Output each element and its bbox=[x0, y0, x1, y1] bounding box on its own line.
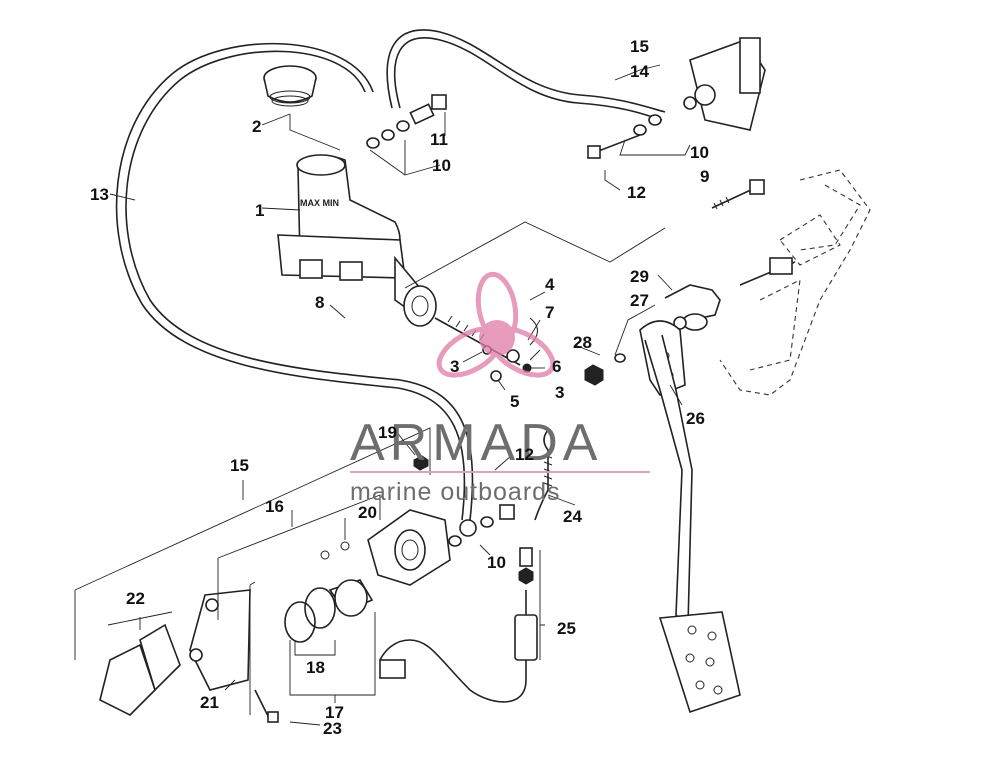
lower-caliper-assembly bbox=[284, 455, 451, 643]
caliper-bracket bbox=[189, 589, 279, 723]
callout-3-right: 3 bbox=[555, 383, 564, 402]
callout-19: 19 bbox=[378, 423, 397, 442]
callout-25: 25 bbox=[557, 619, 576, 638]
watermark-tagline: marine outboards bbox=[350, 478, 561, 506]
callout-10-upper: 10 bbox=[432, 156, 451, 175]
callout-15-upper: 15 bbox=[630, 37, 649, 56]
callout-6: 6 bbox=[552, 357, 561, 376]
callout-1: 1 bbox=[255, 201, 264, 220]
callout-21: 21 bbox=[200, 693, 219, 712]
assembly-brackets bbox=[74, 427, 431, 715]
brake-pads bbox=[99, 623, 181, 716]
callout-22: 22 bbox=[126, 589, 145, 608]
callout-2: 2 bbox=[252, 117, 261, 136]
callout-7: 7 bbox=[545, 303, 554, 322]
callout-10-right: 10 bbox=[690, 143, 709, 162]
hose-13 bbox=[115, 42, 474, 521]
callout-14: 14 bbox=[630, 62, 649, 81]
callout-24: 24 bbox=[563, 507, 582, 526]
callout-labels: 1 2 3 3 4 5 6 7 8 9 10 10 10 11 12 12 13… bbox=[90, 37, 709, 738]
banjo-fittings-lower bbox=[448, 504, 515, 547]
callout-23: 23 bbox=[323, 719, 342, 738]
armada-watermark: ARMADA marine outboards bbox=[350, 271, 650, 506]
callout-12-upper: 12 bbox=[627, 183, 646, 202]
reservoir-cap bbox=[261, 65, 317, 126]
callout-9: 9 bbox=[700, 167, 709, 186]
armada-propeller-logo bbox=[436, 271, 556, 378]
callout-4: 4 bbox=[545, 275, 555, 294]
brake-pedal bbox=[584, 320, 741, 714]
callout-26: 26 bbox=[686, 409, 705, 428]
leader-lines bbox=[109, 64, 691, 726]
callout-20: 20 bbox=[358, 503, 377, 522]
callout-29: 29 bbox=[630, 267, 649, 286]
callout-3-left: 3 bbox=[450, 357, 459, 376]
callout-15-lower: 15 bbox=[230, 456, 249, 475]
watermark-brand: ARMADA bbox=[350, 414, 602, 472]
callout-13: 13 bbox=[90, 185, 109, 204]
pivot-bolt bbox=[711, 179, 765, 210]
banjo-fittings-upper bbox=[366, 94, 447, 149]
callout-28: 28 bbox=[573, 333, 592, 352]
callout-11: 11 bbox=[430, 130, 448, 149]
reservoir-level-label: MAX MIN bbox=[300, 198, 339, 208]
master-cylinder: MAX MIN bbox=[277, 154, 437, 327]
spring-pin bbox=[664, 284, 721, 331]
callout-17: 17 bbox=[325, 703, 344, 722]
return-spring bbox=[534, 429, 553, 521]
callout-5: 5 bbox=[510, 392, 519, 411]
callout-18: 18 bbox=[306, 658, 325, 677]
push-rod bbox=[434, 315, 538, 382]
callout-8: 8 bbox=[315, 293, 324, 312]
brake-light-switch bbox=[379, 547, 538, 703]
callout-27: 27 bbox=[630, 291, 649, 310]
assembly-guide-lines bbox=[404, 221, 666, 289]
callout-16: 16 bbox=[265, 497, 284, 516]
callout-12-lower: 12 bbox=[515, 445, 534, 464]
hose-14 bbox=[386, 29, 666, 121]
pedal-bracket bbox=[719, 169, 871, 396]
callout-10-lower: 10 bbox=[487, 553, 506, 572]
upper-caliper-assembly bbox=[587, 37, 766, 159]
